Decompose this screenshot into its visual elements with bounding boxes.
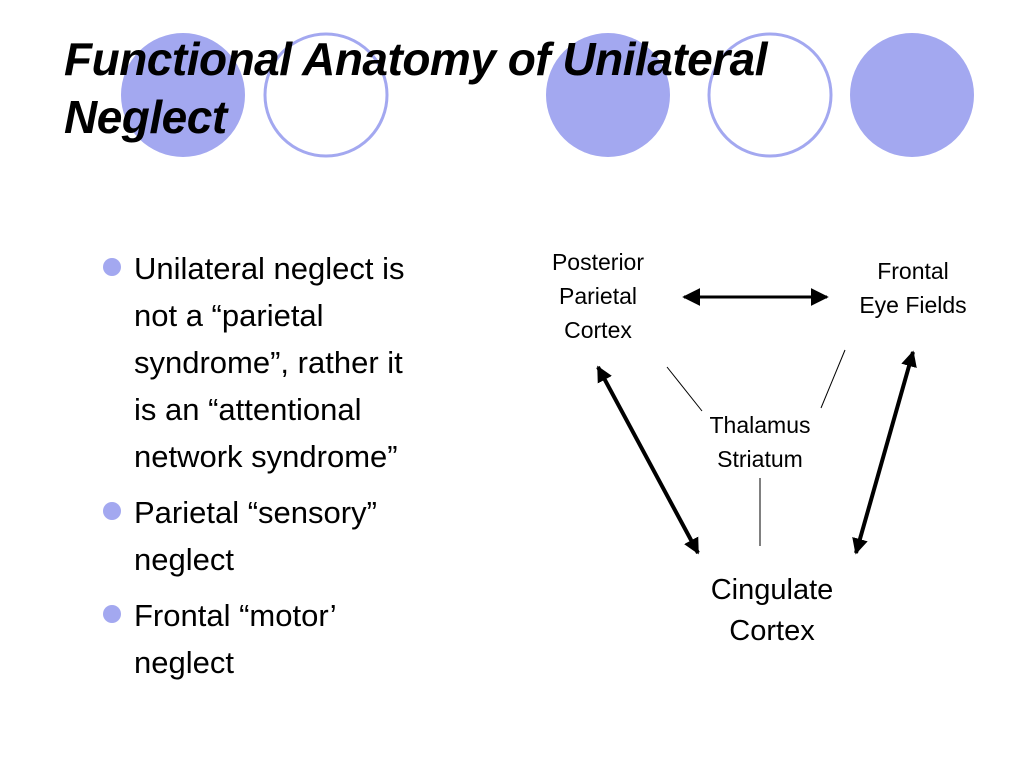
bullet-item: Parietal “sensory” neglect bbox=[100, 489, 500, 583]
decorative-circles bbox=[121, 32, 974, 158]
node-label-line: Cortex bbox=[729, 615, 815, 647]
node-label-line: Thalamus bbox=[709, 412, 811, 438]
bullet-line: not a “parietal bbox=[134, 298, 324, 333]
bullet-dot-icon bbox=[103, 258, 121, 276]
bullet-item: Frontal “motor’ neglect bbox=[100, 592, 500, 686]
bullet-list: Unilateral neglect is not a “parietal sy… bbox=[100, 245, 500, 695]
outline-circle bbox=[263, 32, 389, 158]
bullet-line: neglect bbox=[134, 645, 234, 680]
node-label-line: Posterior bbox=[551, 249, 645, 275]
node-label-line: Eye Fields bbox=[859, 292, 967, 318]
slide-title-line-1: Functional Anatomy of Unilateral bbox=[64, 33, 768, 85]
node-label-line: Frontal bbox=[877, 258, 949, 284]
node-label-line: Parietal bbox=[559, 283, 637, 309]
filled-circle bbox=[121, 33, 245, 157]
bullet-dot-icon bbox=[103, 605, 121, 623]
node-label-line: Striatum bbox=[717, 446, 803, 472]
node-label-line: Cingulate bbox=[710, 574, 834, 606]
edge-parietal-cingulate bbox=[596, 365, 700, 555]
node-cingulate-cortex: Cingulate Cortex bbox=[682, 570, 862, 652]
node-frontal-eye-fields: Frontal Eye Fields bbox=[838, 254, 988, 322]
bullet-line: Parietal “sensory” bbox=[134, 495, 377, 530]
outline-circle bbox=[707, 32, 833, 158]
filled-circle bbox=[546, 33, 670, 157]
bullet-line: is an “attentional bbox=[134, 392, 362, 427]
node-posterior-parietal-cortex: Posterior Parietal Cortex bbox=[528, 245, 668, 347]
node-thalamus-striatum: Thalamus Striatum bbox=[690, 408, 830, 476]
node-label-line: Cortex bbox=[564, 317, 632, 343]
bullet-line: neglect bbox=[134, 542, 234, 577]
bullet-line: network syndrome” bbox=[134, 439, 398, 474]
bullet-line: syndrome”, rather it bbox=[134, 345, 403, 380]
filled-circle bbox=[850, 33, 974, 157]
edge-parietal-thalamus bbox=[666, 366, 703, 412]
slide-title-line-2: Neglect bbox=[64, 91, 227, 143]
bullet-line: Frontal “motor’ bbox=[134, 598, 337, 633]
bullet-line: Unilateral neglect is bbox=[134, 251, 405, 286]
slide-title: Functional Anatomy of Unilateral Neglect bbox=[64, 30, 964, 146]
edge-frontal-thalamus bbox=[820, 349, 846, 409]
edge-frontal-cingulate bbox=[852, 350, 917, 555]
bullet-dot-icon bbox=[103, 502, 121, 520]
bullet-item: Unilateral neglect is not a “parietal sy… bbox=[100, 245, 500, 480]
